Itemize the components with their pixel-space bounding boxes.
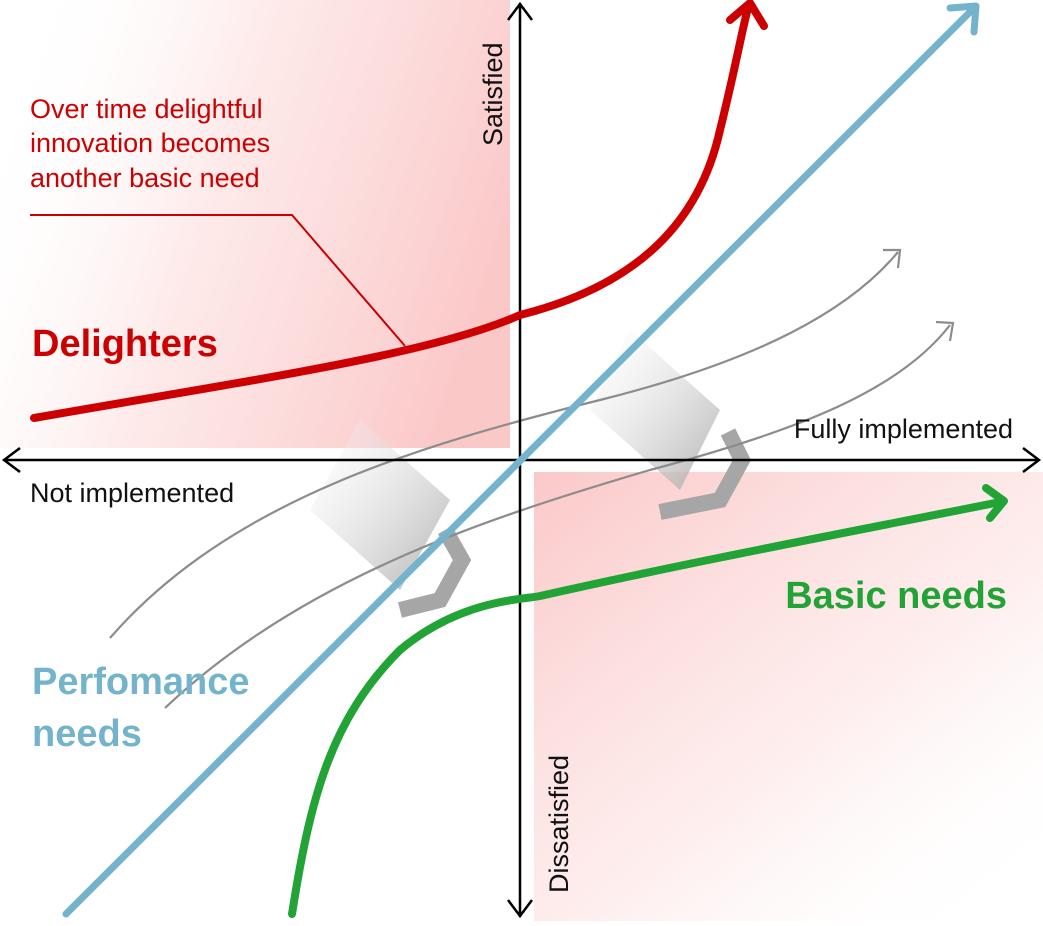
basic-needs-shade-region [534, 472, 1043, 921]
delighters-curve [30, 0, 768, 422]
annotation-leader-line [30, 214, 406, 347]
x-axis-positive-label: Fully implemented [794, 414, 1013, 444]
transition-curve-lower [164, 324, 951, 709]
performance-needs-label-line-2: needs [32, 713, 142, 755]
x-axis-negative-label: Not implemented [30, 478, 234, 508]
transition-arrow-left [310, 420, 472, 618]
basic-needs-curve [288, 484, 1008, 918]
transition-curve-upper-arrowhead [883, 248, 902, 269]
basic-needs-label: Basic needs [785, 575, 1007, 617]
annotation-line-3: another basic need [30, 163, 260, 193]
transition-curve-lower-arrowhead [935, 320, 955, 342]
performance-needs-label-line-1: Perfomance [32, 661, 250, 703]
y-axis-negative-label: Dissatisfied [544, 755, 574, 893]
y-axis-positive-label: Satisfied [478, 42, 508, 146]
transition-curve-upper [109, 251, 899, 639]
annotation-line-1: Over time delightful [30, 94, 263, 124]
performance-needs-curve [62, 2, 980, 918]
delighters-label: Delighters [32, 323, 218, 365]
annotation-line-2: innovation becomes [30, 128, 270, 158]
delighters-shade-region [0, 0, 510, 448]
